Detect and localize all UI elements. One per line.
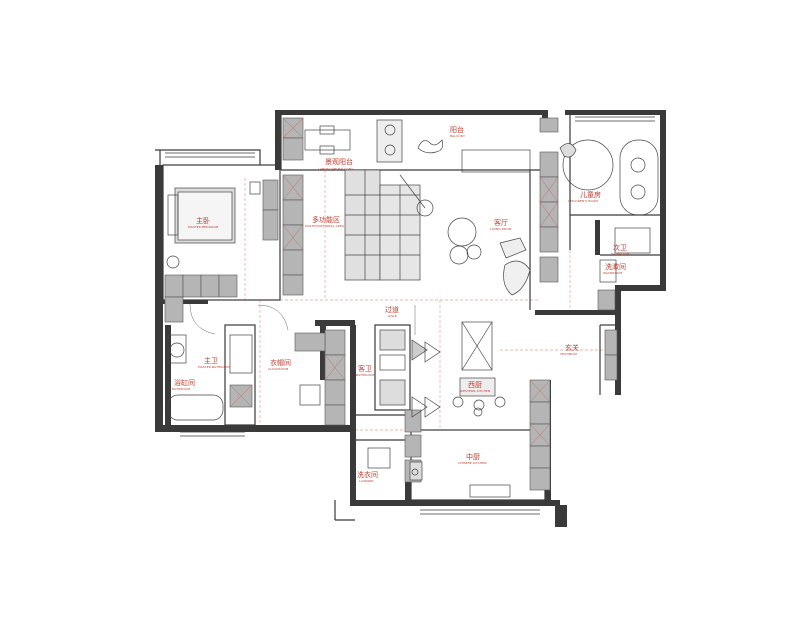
label-guest-bath-en: BATHROOM bbox=[356, 373, 375, 377]
label-foyer: 玄关 bbox=[565, 344, 579, 352]
label-closet-en: CLOAKROOM bbox=[268, 367, 289, 371]
label-kids: 儿童房 bbox=[580, 191, 601, 199]
label-wash: 洗漱间 bbox=[605, 263, 626, 271]
label-west-kitchen: 西厨 bbox=[468, 381, 482, 389]
label-master: 主卧 bbox=[196, 217, 210, 225]
cabinet-crosses bbox=[229, 117, 559, 447]
label-living-en: LIVING ROOM bbox=[490, 227, 512, 231]
cabinets bbox=[164, 117, 618, 491]
label-closet: 衣帽间 bbox=[270, 359, 291, 367]
label-living: 客厅 bbox=[494, 219, 508, 227]
label-second-bath: 次卫 bbox=[613, 244, 627, 252]
label-kids-en: CHILDREN'S ROOM bbox=[568, 199, 599, 203]
label-balcony: 阳台 bbox=[450, 126, 464, 134]
label-chinese-kitchen: 中厨 bbox=[466, 453, 480, 461]
label-laundry-en: LAUNDRY bbox=[359, 479, 374, 483]
label-chinese-kitchen-en: CHINESE KITCHEN bbox=[458, 461, 487, 465]
label-master-en: MASTER BEDROOM bbox=[188, 225, 219, 229]
label-west-kitchen-en: WESTERN KITCHEN bbox=[460, 389, 491, 393]
label-corridor: 过道 bbox=[385, 306, 399, 314]
label-foyer-en: VESTIBULE bbox=[560, 352, 578, 356]
doors bbox=[189, 303, 416, 335]
label-multifunction-en: MULTIFUNCTIONAL AREA bbox=[305, 224, 345, 228]
label-master-bath-en: MASTER BATHROOM bbox=[198, 365, 231, 369]
label-multifunction: 多功能区 bbox=[312, 216, 340, 224]
walls bbox=[155, 110, 666, 527]
label-bath-room: 浴缸间 bbox=[174, 379, 195, 387]
label-corridor-en: AISLE bbox=[388, 314, 397, 318]
label-second-bath-en: BATHROOM bbox=[611, 252, 630, 256]
label-leisure-balcony: 景观阳台 bbox=[325, 158, 353, 166]
label-laundry: 洗衣间 bbox=[357, 471, 378, 479]
label-master-bath: 主卫 bbox=[204, 357, 218, 365]
label-bath-room-en: BATHROOM bbox=[172, 387, 191, 391]
inner-walls bbox=[155, 115, 660, 521]
furniture bbox=[166, 119, 659, 498]
label-leisure-balcony-en: LANDSCAPE BALCONY bbox=[318, 167, 354, 171]
windows bbox=[165, 116, 655, 515]
label-balcony-en: BALCONY bbox=[450, 134, 466, 138]
label-wash-en: WASHROOM bbox=[603, 271, 623, 275]
label-guest-bath: 客卫 bbox=[358, 365, 372, 373]
